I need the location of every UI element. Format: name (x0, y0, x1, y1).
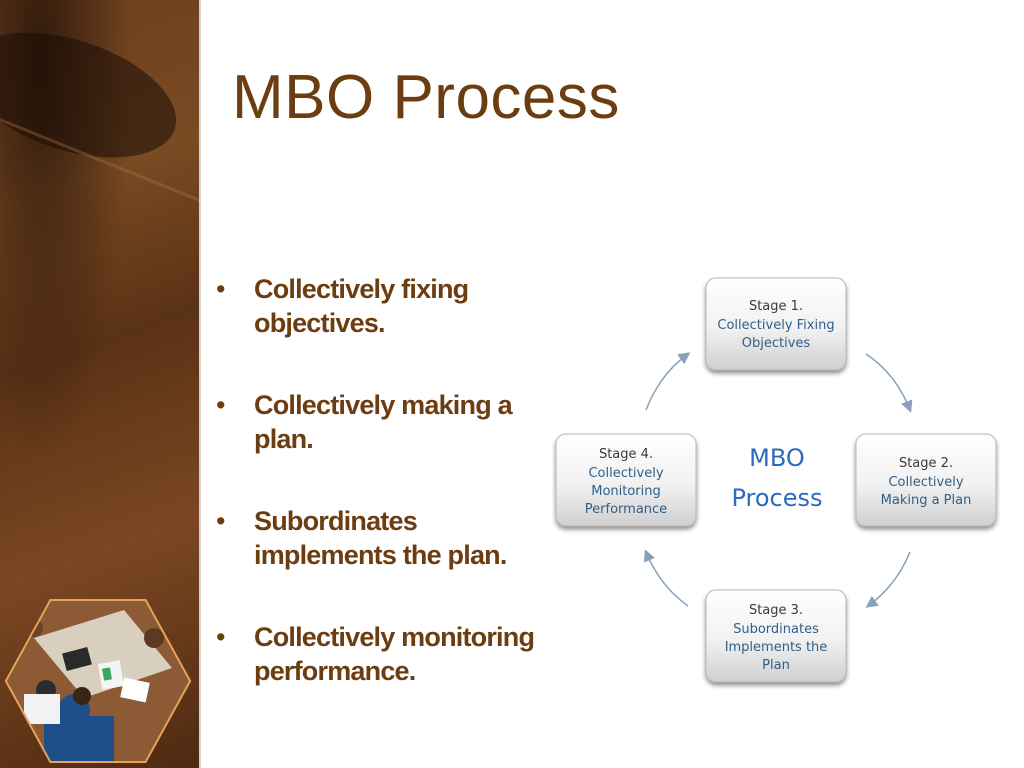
stage-4-line: Performance (585, 502, 667, 517)
bullet-dot: • (216, 622, 225, 652)
arrow-stage4-to-stage1 (645, 352, 691, 411)
center-label-line: MBO (749, 444, 805, 472)
stage-1-line: Collectively Fixing (717, 318, 834, 333)
panel-edge-line (199, 0, 201, 768)
stage-4-line: Monitoring (591, 484, 661, 499)
mbo-cycle-diagram: Stage 1. Collectively Fixing Objectives … (548, 270, 1008, 700)
stage-4-box: Stage 4. Collectively Monitoring Perform… (555, 433, 697, 527)
stage-2-line: Collectively (888, 475, 963, 490)
arrow-stage2-to-stage3 (865, 551, 911, 608)
stage-3-line: Implements the (725, 640, 828, 655)
bullet-text: Subordinates implements the plan. (254, 506, 507, 570)
center-label-line: Process (731, 484, 822, 512)
stage-2-title: Stage 2. (899, 456, 953, 471)
stage-4-title: Stage 4. (599, 447, 653, 462)
slide-title: MBO Process (232, 63, 620, 132)
bullet-dot: • (216, 390, 225, 420)
stage-1-line: Objectives (742, 336, 811, 351)
bullet-list: • Collectively fixing objectives. • Collec… (212, 272, 542, 736)
bullet-item: • Collectively making a plan. (212, 388, 542, 456)
bullet-item: • Collectively fixing objectives. (212, 272, 542, 340)
stage-3-line: Plan (762, 658, 790, 673)
stage-3-line: Subordinates (733, 622, 819, 637)
arrow-stage1-to-stage2 (865, 353, 913, 413)
bullet-text: Collectively fixing objectives. (254, 274, 469, 338)
stage-2-line: Making a Plan (881, 493, 972, 508)
stage-1-title: Stage 1. (749, 299, 803, 314)
stage-4-line: Collectively (588, 466, 663, 481)
decorative-side-panel (0, 0, 201, 768)
bullet-dot: • (216, 274, 225, 304)
arrow-stage3-to-stage4 (643, 549, 689, 607)
bullet-dot: • (216, 506, 225, 536)
bullet-item: • Collectively monitoring performance. (212, 620, 542, 688)
stage-3-box: Stage 3. Subordinates Implements the Pla… (705, 589, 847, 683)
bullet-item: • Subordinates implements the plan. (212, 504, 542, 572)
stage-1-box: Stage 1. Collectively Fixing Objectives (705, 277, 847, 371)
bullet-text: Collectively making a plan. (254, 390, 513, 454)
stage-3-title: Stage 3. (749, 603, 803, 618)
stage-2-box: Stage 2. Collectively Making a Plan (855, 433, 997, 527)
desk-shadow-decoration (0, 8, 192, 182)
bullet-text: Collectively monitoring performance. (254, 622, 535, 686)
meeting-photo-hexagon (4, 598, 192, 764)
